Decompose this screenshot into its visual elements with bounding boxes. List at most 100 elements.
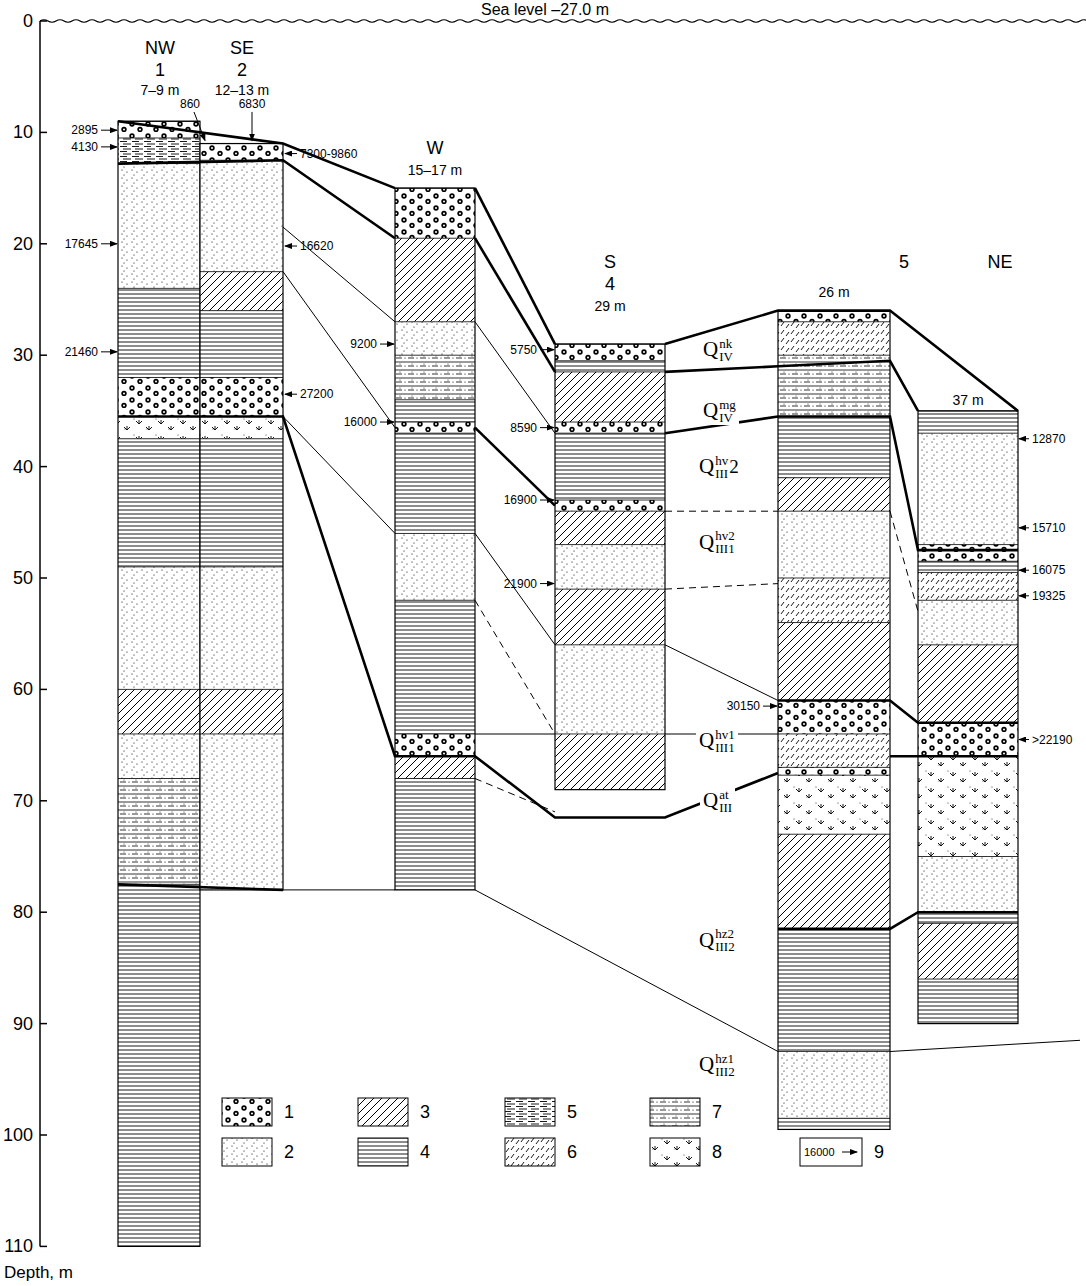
date-leader xyxy=(285,246,297,247)
layer-boundary xyxy=(918,644,1018,645)
index-superscript: nk xyxy=(719,337,732,350)
layer-boundary xyxy=(778,1051,890,1052)
index-subscript: III xyxy=(715,741,728,754)
direction-label: W xyxy=(427,139,444,157)
legend-number: 5 xyxy=(567,1103,577,1121)
date-leader xyxy=(285,394,297,395)
legend-swatch xyxy=(650,1098,700,1126)
water-depth: 29 m xyxy=(594,299,625,313)
layer-boundary xyxy=(200,377,283,378)
depth-value: 90 xyxy=(13,1015,33,1033)
borehole-outline xyxy=(918,411,1018,1024)
correlation-line xyxy=(890,511,918,611)
date-leader xyxy=(380,344,394,345)
index-scripts: atIII xyxy=(719,788,732,814)
correlation-line xyxy=(118,884,283,890)
sediment-layer xyxy=(555,361,665,372)
radiocarbon-date: 27200 xyxy=(300,388,333,400)
layer-boundary xyxy=(778,767,890,768)
sediment-layer xyxy=(918,433,1018,544)
index-superscript: hz xyxy=(715,927,727,940)
axis-tick xyxy=(40,689,47,691)
superscript-row: hv1 xyxy=(715,728,735,741)
depth-value: 110 xyxy=(4,1237,33,1255)
sediment-layer xyxy=(200,160,283,271)
index-subscript: III xyxy=(719,801,732,814)
legend-number: 3 xyxy=(420,1103,430,1121)
layer-boundary xyxy=(555,360,665,361)
legend-swatch xyxy=(800,1138,862,1166)
layer-boundary xyxy=(395,355,475,356)
legend-number: 9 xyxy=(874,1143,884,1161)
index-subscript: IV xyxy=(719,350,733,363)
correlation-line xyxy=(475,188,555,344)
axis-tick xyxy=(40,20,47,22)
correlation-line xyxy=(665,311,1018,411)
sea-level-label: Sea level –27.0 m xyxy=(481,2,609,18)
sediment-layer xyxy=(918,572,1018,600)
index-subscript: IV xyxy=(719,411,733,424)
sediment-layer xyxy=(200,689,283,734)
layer-boundary xyxy=(200,733,283,734)
sediment-layer xyxy=(918,411,1018,433)
index-suffix: 2 xyxy=(729,457,739,476)
layer-boundary xyxy=(118,377,200,378)
sediment-layer xyxy=(395,734,475,756)
superscript-row: hz1 xyxy=(715,1052,735,1065)
date-leader xyxy=(101,130,117,131)
layer-boundary xyxy=(118,689,200,690)
axis-tick xyxy=(40,243,47,245)
layer-boundary xyxy=(118,137,200,138)
layer-boundary xyxy=(200,310,283,311)
date-leader xyxy=(380,422,394,423)
sediment-layer xyxy=(778,701,890,734)
sediment-layer xyxy=(918,545,1018,562)
index-superscript: 2 xyxy=(727,927,734,940)
layer-boundary xyxy=(918,544,1018,545)
subscript-row: IV xyxy=(719,350,733,363)
layer-boundary xyxy=(395,533,475,534)
index-scripts: hvIII xyxy=(715,454,728,480)
layer-boundary xyxy=(918,856,1018,857)
stratigraphic-index: Qhv1III1 xyxy=(696,727,738,755)
radiocarbon-date: 19325 xyxy=(1032,590,1065,602)
radiocarbon-date: 4130 xyxy=(71,141,98,153)
index-scripts: hv2III1 xyxy=(715,529,735,555)
stratigraphic-index: QatIII xyxy=(700,787,735,815)
depth-value: 80 xyxy=(13,903,33,921)
index-scripts: hv1III1 xyxy=(715,728,735,754)
layer-boundary xyxy=(778,321,890,322)
depth-value: 30 xyxy=(13,346,33,364)
stratigraphic-index: QhvIII2 xyxy=(696,453,742,481)
axis-tick xyxy=(40,911,47,913)
superscript-row: hv xyxy=(715,454,728,467)
index-superscript: 2 xyxy=(728,529,735,542)
sediment-layer xyxy=(778,322,890,355)
legend-swatch xyxy=(358,1138,408,1166)
layer-boundary xyxy=(555,371,665,372)
layer-boundary xyxy=(918,600,1018,601)
depth-axis xyxy=(39,21,41,1246)
sediment-layer xyxy=(200,567,283,690)
sea-level-line xyxy=(40,20,1086,23)
sediment-layer xyxy=(555,734,665,790)
index-subscript: 1 xyxy=(728,542,735,555)
sediment-layer xyxy=(118,689,200,734)
layer-boundary xyxy=(118,733,200,734)
date-leader xyxy=(540,583,554,584)
stratigraphic-index: Qhv2III1 xyxy=(696,528,738,556)
index-letter: Q xyxy=(699,1054,714,1075)
layer-boundary xyxy=(918,923,1018,924)
borehole-outline xyxy=(200,144,283,890)
sediment-layer xyxy=(395,533,475,600)
borehole-outline xyxy=(118,121,200,1246)
axis-tick xyxy=(40,1023,47,1025)
radiocarbon-date: 16620 xyxy=(300,240,333,252)
legend-number: 6 xyxy=(567,1143,577,1161)
superscript-row: hz2 xyxy=(715,927,735,940)
layer-boundary xyxy=(778,578,890,579)
index-subscript: III xyxy=(715,1065,728,1078)
borehole-number: 5 xyxy=(899,253,909,271)
correlation-line xyxy=(475,428,555,506)
